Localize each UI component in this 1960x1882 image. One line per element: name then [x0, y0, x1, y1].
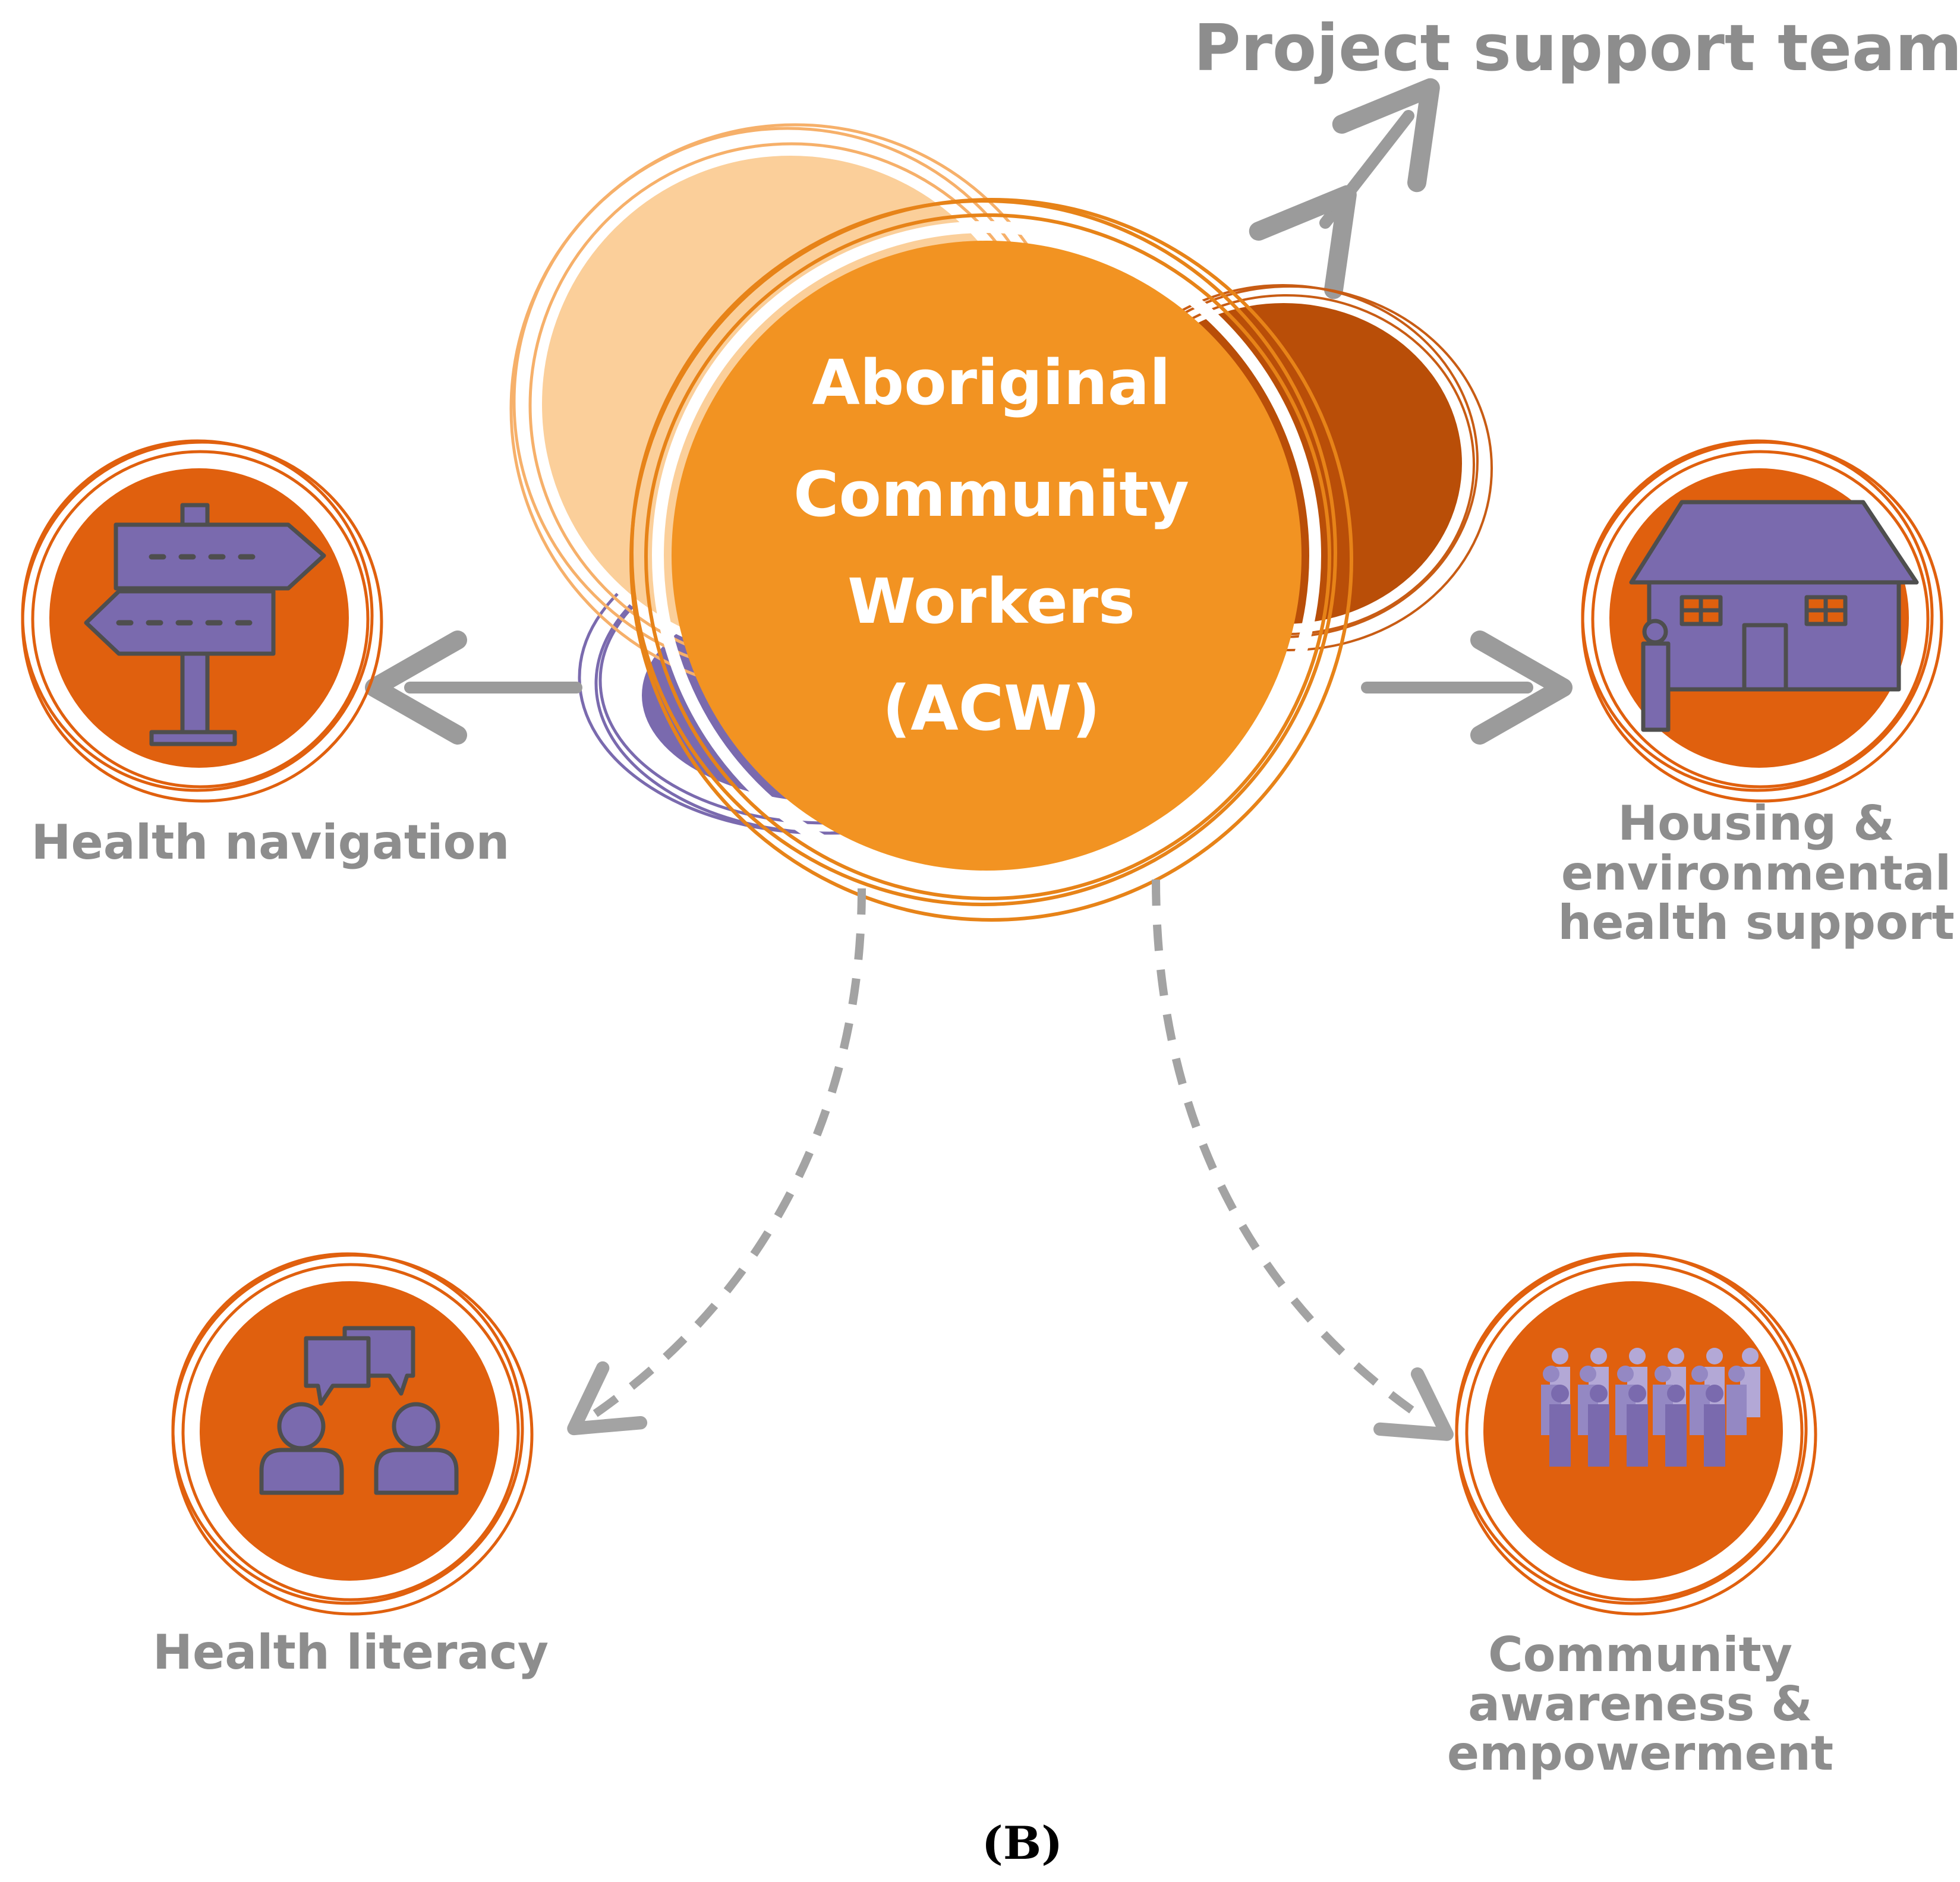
arrow-to-community — [1152, 879, 1454, 1441]
center-line-4: (ACW) — [883, 672, 1101, 745]
center-line-3: Workers — [847, 565, 1135, 638]
health-navigation-label: Health navigation — [31, 815, 510, 870]
conversation-icon — [259, 1326, 459, 1495]
house-icon — [1629, 500, 1919, 732]
crowd-icon — [1541, 1348, 1760, 1467]
project-support-team-label: Project support team — [1194, 11, 1960, 86]
node-housing — [1581, 439, 1943, 803]
node-health-literacy — [171, 1252, 534, 1616]
arrow-to-health-literacy — [567, 888, 866, 1436]
housing-line-3: health support — [1558, 895, 1954, 950]
center-line-1: Aboriginal — [812, 346, 1170, 419]
housing-line-2: environmental — [1561, 846, 1951, 901]
node-community — [1455, 1252, 1817, 1616]
community-line-2: awareness & — [1468, 1676, 1813, 1732]
community-label: Community awareness & empowerment — [1447, 1627, 1833, 1781]
acw-center-label: Aboriginal Community Workers (ACW) — [793, 346, 1189, 745]
community-line-3: empowerment — [1447, 1726, 1833, 1781]
housing-label: Housing & environmental health support — [1558, 796, 1954, 950]
community-line-1: Community — [1488, 1627, 1792, 1682]
health-literacy-label: Health literacy — [153, 1625, 549, 1680]
team-double-arrow — [1249, 78, 1440, 300]
acw-central-cluster — [509, 123, 1493, 922]
signpost-icon — [84, 503, 326, 746]
housing-line-1: Housing & — [1618, 796, 1895, 851]
node-health-navigation — [21, 439, 383, 803]
panel-label: (B) — [982, 1817, 1063, 1870]
center-line-2: Community — [793, 458, 1189, 531]
